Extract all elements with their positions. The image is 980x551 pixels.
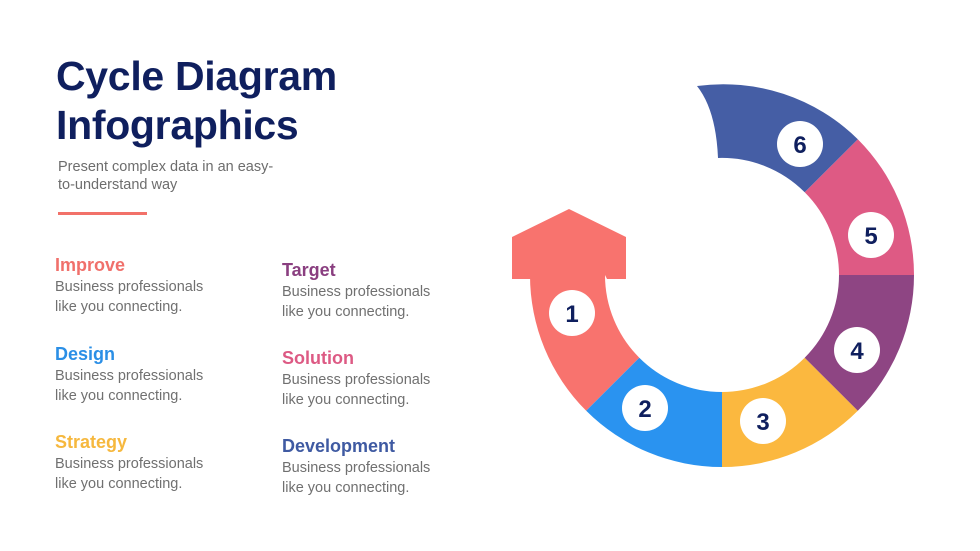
number-badge-2: [622, 385, 668, 431]
segment-number: 1: [565, 301, 578, 328]
title-line-2: Infographics: [56, 102, 299, 148]
item-heading: Solution: [282, 348, 354, 368]
cycle-segment-6: [697, 84, 858, 193]
subtitle: Present complex data in an easy- to-unde…: [58, 158, 308, 194]
number-badge-4: [834, 327, 880, 373]
number-badge-3: [740, 398, 786, 444]
number-badge-6: [777, 121, 823, 167]
segment-number: 5: [864, 223, 877, 250]
page-title: Cycle Diagram Infographics: [56, 52, 337, 150]
accent-divider: [58, 212, 147, 215]
segment-number: 6: [793, 132, 806, 159]
item-heading: Strategy: [55, 432, 128, 452]
segment-number: 2: [638, 396, 651, 423]
segment-number: 3: [756, 409, 769, 436]
subtitle-line-2: to-understand way: [58, 177, 178, 193]
segment-number: 4: [850, 338, 864, 365]
number-badge-1: [549, 290, 595, 336]
subtitle-line-1: Present complex data in an easy-: [58, 159, 274, 175]
item-heading: Development: [282, 436, 396, 456]
item-heading: Target: [282, 260, 336, 280]
number-badge-5: [848, 212, 894, 258]
item-heading: Design: [55, 344, 116, 364]
title-line-1: Cycle Diagram: [56, 53, 337, 99]
item-heading: Improve: [55, 255, 126, 275]
